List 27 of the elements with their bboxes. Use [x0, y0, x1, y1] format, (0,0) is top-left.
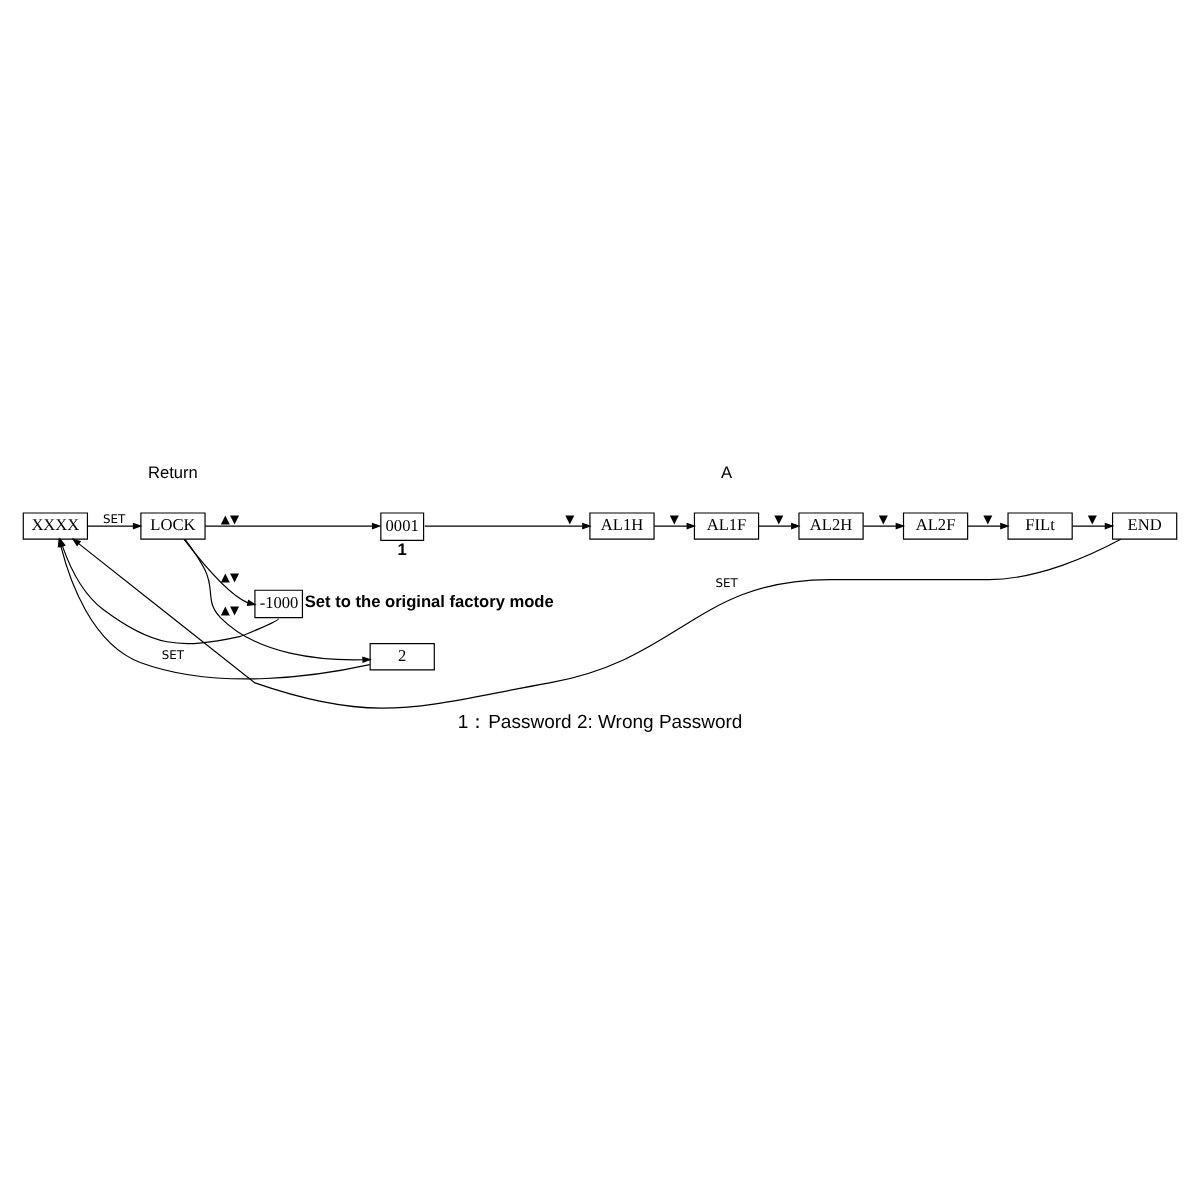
arrow — [204, 522, 382, 530]
node-box: AL1F — [693, 512, 760, 540]
node-box: FILt — [1007, 512, 1073, 540]
label: A — [720, 462, 733, 483]
arrow — [758, 522, 801, 530]
arrow — [71, 538, 1122, 709]
arrow — [862, 522, 906, 530]
node-label: Set to the original factory mode — [304, 591, 554, 612]
node-box: AL2F — [902, 512, 969, 540]
arrow — [424, 522, 592, 530]
label: Return — [148, 462, 198, 483]
node-box: AL1H — [589, 512, 655, 540]
arrow — [184, 538, 372, 664]
node-box: END — [1111, 512, 1178, 540]
node-box: 0001 — [380, 512, 425, 541]
node-box: 2 — [369, 643, 435, 671]
node-box: AL2H — [798, 512, 864, 540]
arrow — [967, 522, 1010, 530]
node-box: LOCK — [140, 512, 206, 540]
node-box: XXXX — [22, 512, 89, 540]
arrow — [87, 522, 143, 530]
arrow — [183, 538, 257, 606]
caption: 1：Password 2: Wrong Password — [457, 712, 743, 735]
node-label: 1 — [397, 538, 407, 559]
arrow — [1071, 522, 1115, 530]
node-box: -1000 — [254, 589, 304, 619]
arrow — [653, 522, 697, 530]
